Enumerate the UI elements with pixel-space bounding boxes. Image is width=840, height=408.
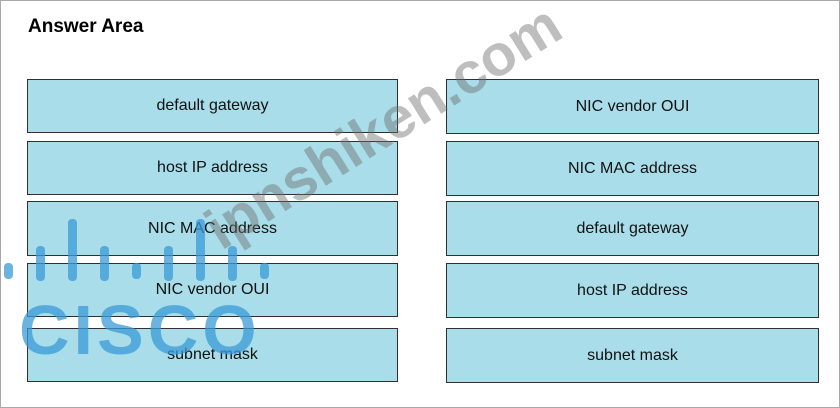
right-item-nic-vendor-oui[interactable]: NIC vendor OUI bbox=[446, 79, 819, 134]
right-item-default-gateway[interactable]: default gateway bbox=[446, 201, 819, 256]
left-item-nic-mac-address[interactable]: NIC MAC address bbox=[27, 201, 398, 256]
left-item-host-ip-address[interactable]: host IP address bbox=[27, 141, 398, 195]
left-item-nic-vendor-oui[interactable]: NIC vendor OUI bbox=[27, 263, 398, 317]
left-item-default-gateway[interactable]: default gateway bbox=[27, 79, 398, 133]
right-item-host-ip-address[interactable]: host IP address bbox=[446, 263, 819, 318]
left-item-subnet-mask[interactable]: subnet mask bbox=[27, 328, 398, 382]
answer-area-title: Answer Area bbox=[28, 16, 144, 37]
cisco-logo-bar bbox=[4, 263, 13, 279]
right-item-subnet-mask[interactable]: subnet mask bbox=[446, 328, 819, 383]
right-item-nic-mac-address[interactable]: NIC MAC address bbox=[446, 141, 819, 196]
